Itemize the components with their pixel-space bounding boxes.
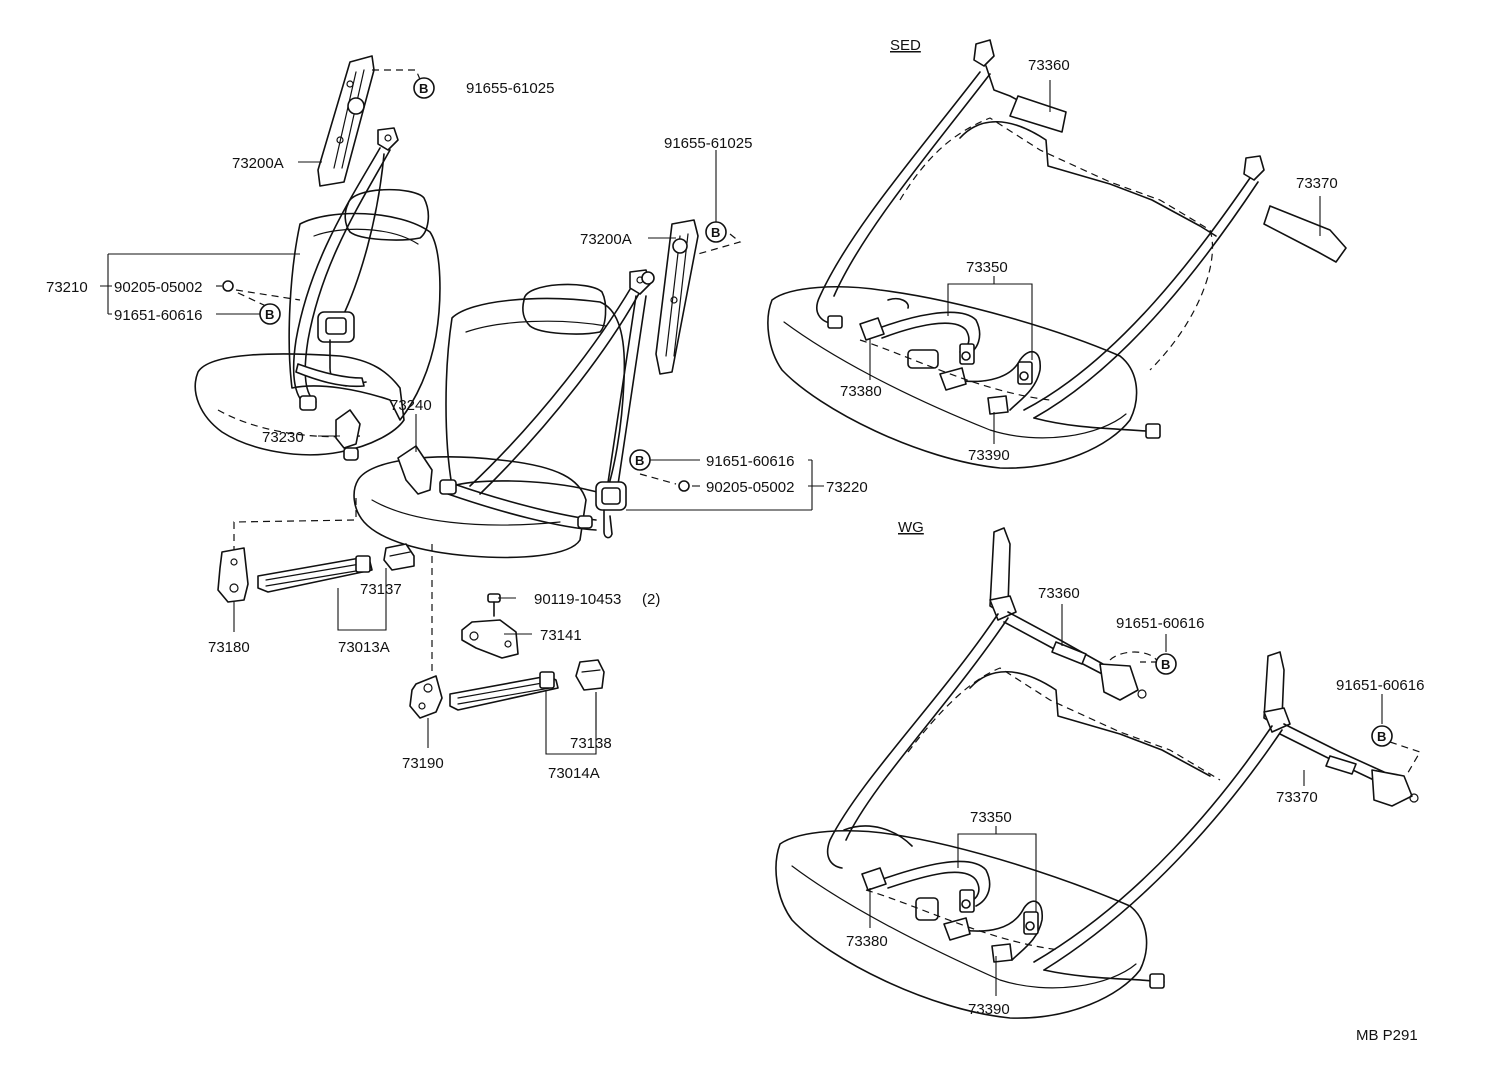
- part-label: 73370: [1296, 175, 1338, 192]
- bolt-marker-b: B: [419, 81, 428, 96]
- front-right-seat: [353, 269, 651, 559]
- part-label: 91651-60616: [114, 307, 202, 324]
- sedan-rear-seat: [767, 39, 1347, 469]
- part-label: 73240: [390, 397, 432, 414]
- part-label: 91651-60616: [706, 453, 794, 470]
- part-label: 90205-05002: [706, 479, 794, 496]
- drawing-code: MB P291: [1356, 1027, 1418, 1044]
- part-label: 73190: [402, 755, 444, 772]
- bolt-marker-b: B: [1161, 657, 1170, 672]
- part-label: 73230: [262, 429, 304, 446]
- part-label: 73360: [1028, 57, 1070, 74]
- part-label: 73200A: [580, 231, 632, 248]
- anchor-cover-right: [641, 219, 699, 375]
- part-label: 91655-61025: [664, 135, 752, 152]
- part-label: 73380: [840, 383, 882, 400]
- part-label: 73200A: [232, 155, 284, 172]
- part-label: 73390: [968, 447, 1010, 464]
- part-label: 73210: [46, 279, 88, 296]
- part-label: 73220: [826, 479, 868, 496]
- section-title-wagon: WG: [898, 519, 924, 536]
- front-left-seat: [194, 127, 441, 461]
- wagon-rear-seat: [775, 527, 1419, 1019]
- labels: SED WG 91655-61025 73200A 73210 90205-05…: [46, 37, 1424, 1044]
- bolt-marker-b: B: [1377, 729, 1386, 744]
- part-label: 73350: [970, 809, 1012, 826]
- part-label: 91651-60616: [1336, 677, 1424, 694]
- leader-lines: [100, 69, 1421, 996]
- bolt-marker-b: B: [635, 453, 644, 468]
- bolt-marker-b: B: [711, 225, 720, 240]
- lower-parts: [217, 498, 605, 719]
- section-title-sedan: SED: [890, 37, 921, 54]
- part-label: 73141: [540, 627, 582, 644]
- part-label: 73180: [208, 639, 250, 656]
- part-label: 73137: [360, 581, 402, 598]
- part-label: 73138: [570, 735, 612, 752]
- part-label: 91655-61025: [466, 80, 554, 97]
- part-label: 73350: [966, 259, 1008, 276]
- part-label: 91651-60616: [1116, 615, 1204, 632]
- bolt-marker-b: B: [265, 307, 274, 322]
- part-label: 90119-10453: [534, 591, 621, 608]
- part-label: 90205-05002: [114, 279, 202, 296]
- part-label: 73380: [846, 933, 888, 950]
- part-label: 73390: [968, 1001, 1010, 1018]
- part-label: (2): [642, 591, 660, 608]
- bolt-markers: B B B B B B: [222, 77, 1393, 747]
- part-label: 73013A: [338, 639, 390, 656]
- part-label: 73360: [1038, 585, 1080, 602]
- part-label: 73014A: [548, 765, 600, 782]
- part-label: 73370: [1276, 789, 1318, 806]
- anchor-cover-left: [317, 55, 375, 187]
